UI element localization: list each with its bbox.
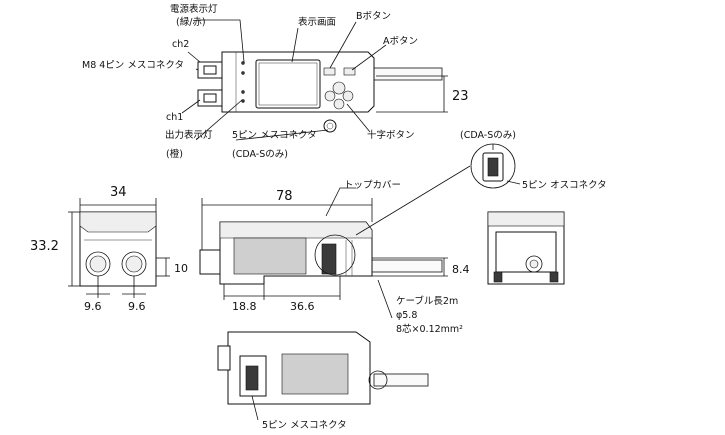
ch1-label: ch1 [166,112,183,123]
top-cover [219,221,373,239]
bottom-view-window [281,353,349,395]
dim-18-8: 18.8 [232,300,257,313]
m8-connector-label: M8 4ピン メスコネクタ [82,60,184,71]
cable-length-label: ケーブル長2m [396,295,458,307]
pin5-female-connector-bottom [245,365,259,391]
b-button-label: Bボタン [356,11,391,22]
cda-s-only-top-label: (CDA-Sのみ) [232,149,288,160]
display-label: 表示画面 [298,16,336,28]
dim-34: 34 [110,185,127,200]
pin5-female-top-label: 5ピン メスコネクタ [232,130,317,141]
rear-view-foot-left [493,271,503,283]
pin5-male-connector-slot [487,157,499,177]
output-led-label: 出力表示灯 [165,129,213,141]
bottom-view-cable [373,373,429,387]
output-led-dot-ch1 [241,99,245,103]
dim-8-4: 8.4 [452,263,470,276]
cross-button-left [324,90,336,102]
a-button-label: Aボタン [383,36,418,47]
pin5-female-connector-top-inner [326,122,334,130]
bottom-view-cable-gland [368,370,388,390]
cda-s-only-right-label: (CDA-Sのみ) [460,130,516,141]
dim-33-2: 33.2 [30,239,59,254]
connector-detail [470,143,521,189]
dim-10: 10 [174,262,188,275]
rear-view-cover [487,211,565,227]
top-cover-label: トップカバー [344,180,401,191]
power-led-label: 電源表示灯 [170,3,218,15]
side-view-cable [369,259,443,273]
cable-cores-label: 8芯×0.12mm² [396,323,463,335]
display-outer [255,59,321,109]
rear-view-cable-port [525,255,543,273]
front-view-cover [79,211,157,233]
side-view-port [321,243,337,275]
top-view [197,51,443,133]
dim-78: 78 [276,189,293,204]
pin5-female-connector-top [323,119,337,133]
rear-view-cable-port-inner [529,259,539,269]
a-button [343,67,356,76]
bottom-view-connector [217,345,231,371]
top-leaders [181,19,448,141]
bottom-view [217,331,429,421]
ch2-label: ch2 [172,39,189,50]
display-screen [258,62,318,106]
pin5-male-label: 5ピン オスコネクタ [522,180,607,191]
cable-diameter-label: φ5.8 [396,310,417,321]
side-view [199,165,471,319]
side-view-detail-circle [314,234,356,276]
side-view-connector [199,249,221,275]
dim-23: 23 [452,89,469,104]
b-button [323,67,336,76]
front-connector-ch1-inner [125,255,143,273]
rear-view [487,211,565,285]
pin5-female-bottom-label: 5ピン メスコネクタ [262,420,347,431]
cross-button-up [332,81,346,95]
side-view-window [233,237,307,275]
dim-9-6-right: 9.6 [128,300,146,313]
led-dot-2 [241,71,245,75]
cross-button-label: 十字ボタン [367,129,415,141]
front-connector-ch2-inner [89,255,107,273]
front-view [68,198,170,298]
top-view-cable [369,67,443,81]
output-led-color-label: (橙) [166,148,183,160]
m8-connector-ch1-inner [203,93,217,103]
output-led-dot-ch2 [241,90,245,94]
power-led-color-label: (緑/赤) [176,16,206,28]
m8-connector-ch2-inner [203,65,217,75]
dim-9-6-left: 9.6 [84,300,102,313]
dim-36-6: 36.6 [290,300,315,313]
cross-button-right [342,90,354,102]
power-led-dot [241,61,245,65]
cross-button-down [333,98,345,110]
rear-view-foot-right [549,271,559,283]
